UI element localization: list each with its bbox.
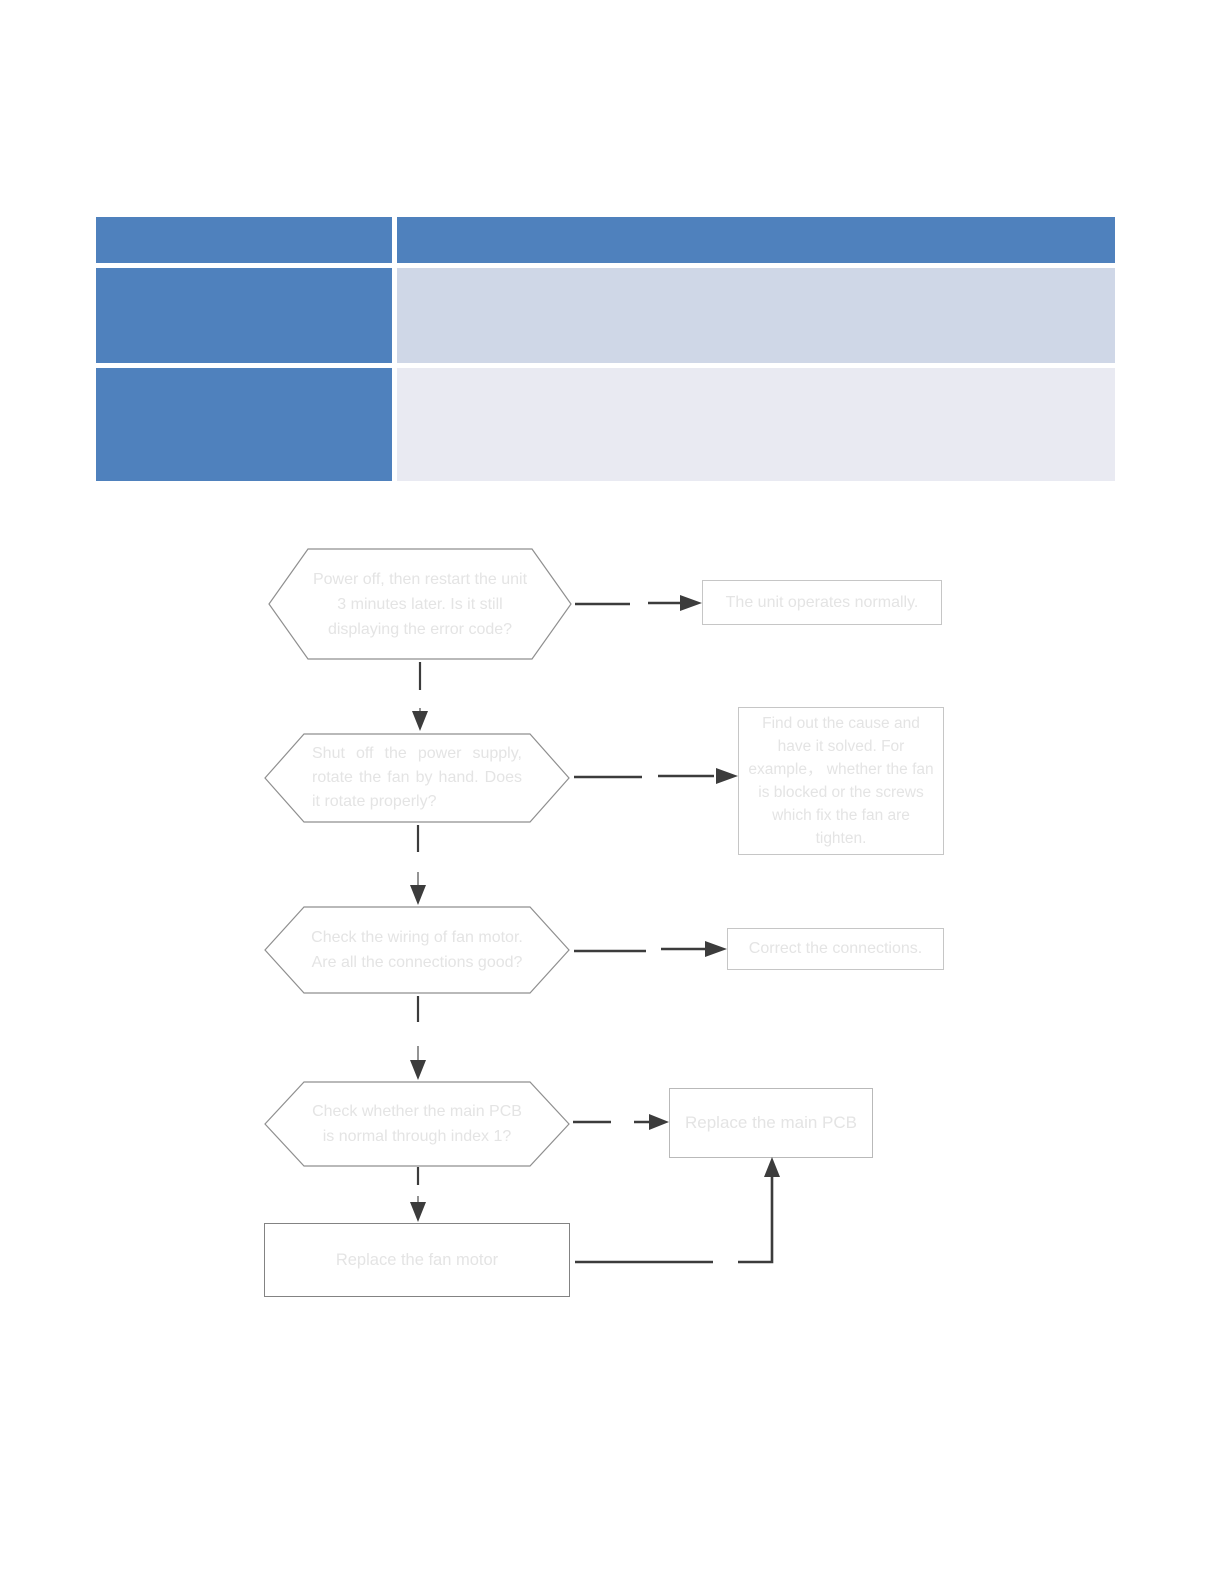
flow-box-correct-connections-label: Correct the connections. bbox=[748, 940, 923, 957]
flow-hex-rotate-fan-label: Shut off the power supply, rotate the fa… bbox=[312, 745, 522, 810]
flow-box-operates-normally: The unit operates normally. bbox=[702, 580, 942, 625]
flow-box-find-cause-label: Find out the cause and have it solved. F… bbox=[748, 715, 934, 847]
flow-box-replace-pcb: Replace the main PCB bbox=[669, 1088, 873, 1158]
arrowhead-right bbox=[649, 1114, 669, 1130]
table-header-value bbox=[397, 217, 1115, 263]
arrowhead-up bbox=[764, 1157, 780, 1177]
arrow-segment bbox=[738, 1174, 774, 1264]
spec-table bbox=[96, 217, 1115, 481]
flow-hex-check-pcb: Check whether the main PCB is normal thr… bbox=[264, 1081, 570, 1167]
table-row2-value-cell bbox=[397, 368, 1115, 481]
arrowhead-down bbox=[410, 1060, 426, 1080]
flow-box-replace-fan-motor-label: Replace the fan motor bbox=[335, 1250, 499, 1269]
arrowhead-right bbox=[680, 595, 702, 611]
flow-hex-restart-unit-label: Power off, then restart the unit 3 minut… bbox=[312, 570, 528, 638]
flow-hex-check-wiring: Check the wiring of fan motor. Are all t… bbox=[264, 906, 570, 994]
arrowhead-right bbox=[716, 768, 738, 784]
table-row2-key-cell bbox=[96, 368, 392, 481]
table-row1-key-cell bbox=[96, 268, 392, 363]
flow-hex-rotate-fan: Shut off the power supply, rotate the fa… bbox=[264, 733, 570, 823]
flow-box-find-cause: Find out the cause and have it solved. F… bbox=[738, 707, 944, 855]
flow-box-operates-normally-label: The unit operates normally. bbox=[725, 593, 919, 611]
table-row1-value-cell bbox=[397, 268, 1115, 363]
flow-box-replace-fan-motor: Replace the fan motor bbox=[264, 1223, 570, 1297]
flow-hex-check-pcb-label: Check whether the main PCB is normal thr… bbox=[312, 1103, 522, 1145]
flow-hex-check-wiring-label: Check the wiring of fan motor. Are all t… bbox=[311, 929, 523, 971]
flow-box-replace-pcb-label: Replace the main PCB bbox=[685, 1113, 857, 1132]
arrowhead-down bbox=[410, 885, 426, 905]
table-header-key bbox=[96, 217, 392, 263]
arrowhead-right bbox=[705, 941, 727, 957]
flow-box-correct-connections: Correct the connections. bbox=[727, 928, 944, 970]
arrowhead-down bbox=[410, 1202, 426, 1222]
arrowhead-down bbox=[412, 711, 428, 731]
flow-hex-restart-unit: Power off, then restart the unit 3 minut… bbox=[268, 548, 572, 660]
